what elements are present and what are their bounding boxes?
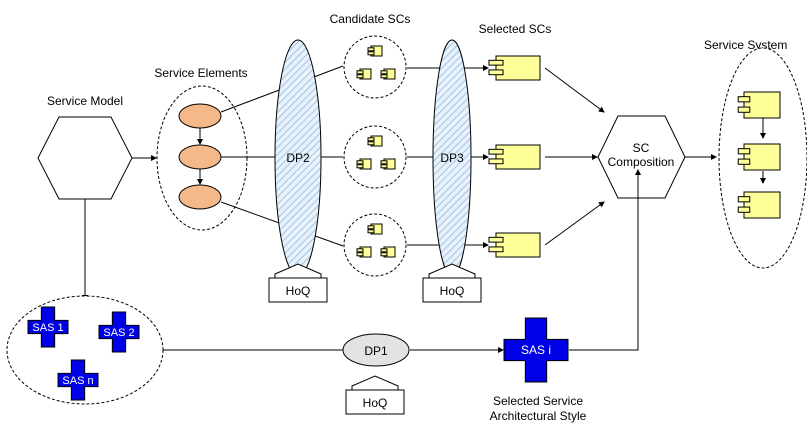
sas-shapes: SAS 1 SAS 2 SAS n	[27, 306, 140, 401]
candidate-sc-group-1	[343, 35, 407, 99]
sas-2-shape: SAS 2	[98, 311, 140, 353]
selected-sc-icon	[488, 144, 541, 170]
hoq-label: HoQ	[440, 284, 465, 298]
selected-style-label-2: Architectural Style	[490, 409, 587, 423]
candidate-component-icon	[380, 158, 396, 170]
candidate-component-icon	[356, 158, 372, 170]
sc-composition-label-2: Composition	[608, 155, 675, 169]
service-system-title: Service System	[704, 38, 787, 52]
selected-sc-icon	[488, 55, 541, 81]
selected1-to-composition-arrow	[544, 67, 605, 113]
sas-label: SAS n	[62, 375, 93, 387]
sas-i-to-composition-arrow	[569, 169, 641, 351]
candidate-sc-group-3	[343, 213, 407, 277]
selected-scs-title: Selected SCs	[479, 22, 552, 36]
hoq-icon-dp3: HoQ	[422, 263, 482, 303]
service-model-hexagon	[37, 116, 133, 200]
sas-label: SAS 2	[103, 327, 134, 339]
service-element-2	[178, 144, 222, 170]
hoq-icon-dp1: HoQ	[345, 375, 405, 415]
hoq-label: HoQ	[363, 396, 388, 410]
sas-1-shape: SAS 1	[27, 306, 69, 348]
service-elements-title: Service Elements	[154, 66, 247, 80]
system-component-icon	[737, 91, 781, 119]
dp1-ellipse	[342, 333, 410, 367]
service-model-title: Service Model	[47, 94, 123, 108]
candidate-scs-title: Candidate SCs	[330, 12, 411, 26]
candidate-components	[356, 45, 396, 258]
candidate-component-icon	[380, 246, 396, 258]
selected-style-label-1: Selected Service	[493, 394, 583, 408]
selected-sc-icon	[488, 232, 541, 258]
candidate-component-icon	[356, 246, 372, 258]
system-components	[737, 91, 781, 219]
sas-label: SAS 1	[32, 322, 63, 334]
hoq-icon-dp2: HoQ	[268, 263, 328, 303]
selected3-to-composition-arrow	[544, 201, 605, 246]
sc-composition-label-1: SC	[633, 141, 650, 155]
candidate-component-icon	[367, 45, 383, 57]
dp3-label: DP3	[440, 151, 464, 165]
selected-components	[488, 55, 541, 258]
sas-i-shape: SAS i	[503, 317, 569, 383]
hoq-label: HoQ	[286, 284, 311, 298]
candidate-component-icon	[356, 68, 372, 80]
service-element-1	[178, 103, 222, 129]
dp2-label: DP2	[286, 151, 310, 165]
candidate-component-icon	[367, 135, 383, 147]
system-component-icon	[737, 191, 781, 219]
sas-label: SAS i	[521, 343, 551, 357]
sas-n-shape: SAS n	[57, 359, 99, 401]
dp1-label: DP1	[364, 344, 388, 358]
system-component-icon	[737, 143, 781, 171]
candidate-component-icon	[367, 223, 383, 235]
service-element-3	[178, 184, 222, 210]
candidate-sc-group-2	[343, 125, 407, 189]
service-elements-group	[156, 85, 248, 231]
candidate-component-icon	[380, 68, 396, 80]
